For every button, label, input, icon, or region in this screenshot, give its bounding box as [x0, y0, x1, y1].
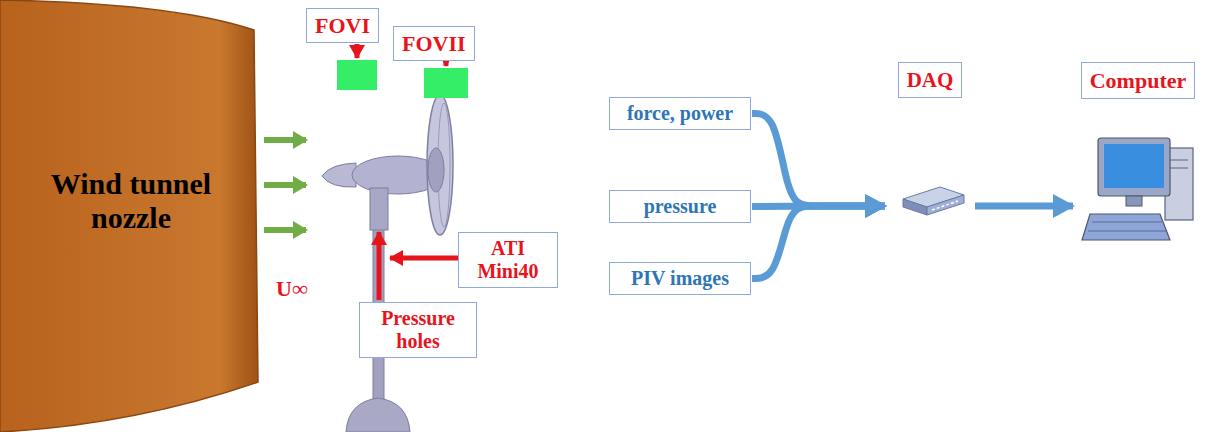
daq-unit: DAQ [886, 62, 974, 234]
pointer-arrows [357, 44, 460, 300]
callout-box: FOVII [393, 26, 475, 61]
node-text: ATI Mini40 [467, 237, 549, 283]
signal-box: force, power [609, 97, 751, 130]
callout-box: ATI Mini40 [458, 232, 558, 288]
callout-box: Pressure holes [359, 302, 477, 358]
node-text: force, power [627, 102, 733, 125]
signal-box: PIV images [609, 262, 751, 295]
node-text: Computer [1081, 62, 1196, 99]
node-text: PIV images [631, 267, 729, 290]
wind-tunnel-nozzle: Wind tunnel nozzle [0, 0, 262, 432]
fov-window [337, 60, 377, 90]
node-text: Wind tunnel nozzle [24, 167, 239, 236]
flow-label: U∞ [276, 276, 308, 302]
node-text: FOVII [402, 31, 466, 56]
data-flow-arrow [752, 206, 885, 279]
node-text: FOVI [315, 13, 370, 38]
daq-device [903, 187, 964, 215]
fov-window [424, 68, 468, 98]
computer-icon [1082, 138, 1193, 240]
wind-turbine-model [322, 95, 453, 235]
computer-unit: Computer [1074, 62, 1202, 252]
node-text: pressure [644, 195, 717, 218]
node-text: Pressure holes [368, 307, 468, 353]
callout-box: FOVI [306, 8, 379, 43]
signal-box: pressure [609, 190, 751, 223]
data-flow-arrow [752, 114, 885, 207]
inflow-arrows [264, 140, 306, 230]
node-text: DAQ [898, 62, 963, 98]
data-flow-arrow [975, 203, 1073, 210]
